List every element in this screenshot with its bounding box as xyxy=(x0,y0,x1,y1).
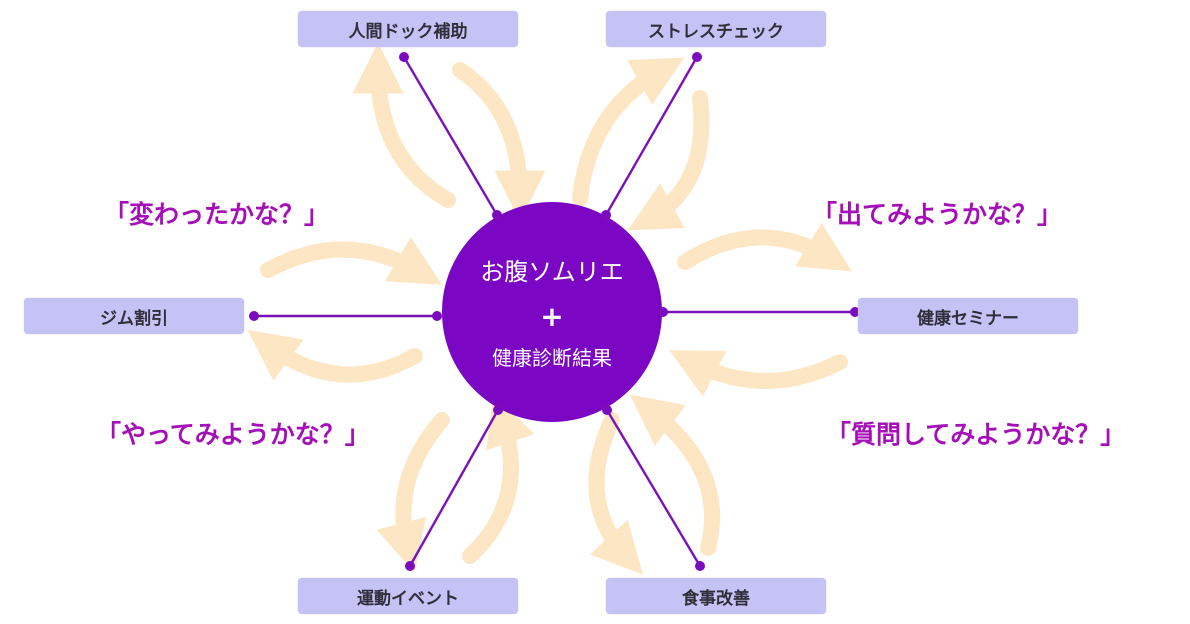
node-undo-event: 運動イベント xyxy=(298,578,518,614)
cycle-arrow-6 xyxy=(352,42,456,208)
cycle-arrow-12 xyxy=(629,394,721,556)
connector-dot-shokuji-outer xyxy=(695,561,705,571)
phrase-yattemiyou: 「やってみようかな？」 xyxy=(96,420,370,449)
cycle-arrow-2 xyxy=(669,350,848,397)
cycle-arrow-8 xyxy=(627,90,710,231)
node-ningen-dock: 人間ドック補助 xyxy=(298,11,518,47)
phrase-shitsumon: 「質問してみようかな？」 xyxy=(826,420,1126,449)
center-circle xyxy=(442,202,662,422)
connector-dots xyxy=(249,52,860,571)
cycle-arrow-10 xyxy=(462,393,535,564)
connector-dot-dock-inner xyxy=(492,210,502,220)
center-subtitle: 健康診断結果 xyxy=(492,346,612,370)
node-gym-waribiki: ジム割引 xyxy=(24,298,244,334)
cycle-arrow-3 xyxy=(260,236,443,285)
cycle-arrow-11 xyxy=(588,412,644,575)
decorative-cycle-arrows xyxy=(247,42,852,575)
connector-dot-undo-outer xyxy=(405,561,415,571)
connector-line-undo xyxy=(408,409,500,567)
cycle-arrow-4 xyxy=(247,329,423,383)
connector-dot-gym-inner xyxy=(432,311,442,321)
connector-dot-stress-outer xyxy=(692,52,702,62)
cycle-arrow-7 xyxy=(572,57,685,206)
connector-dot-stress-inner xyxy=(601,210,611,220)
connector-lines xyxy=(254,56,855,567)
connector-dot-seminar-outer xyxy=(850,307,860,317)
cycle-arrow-9 xyxy=(376,412,450,573)
connector-dot-gym-outer xyxy=(249,311,259,321)
connector-dot-seminar-inner xyxy=(658,307,668,317)
phrase-detemiyou: 「出てみようかな？」 xyxy=(812,200,1063,229)
connector-dot-shokuji-inner xyxy=(602,405,612,415)
center-plus: + xyxy=(540,300,564,333)
node-kenko-seminar: 健康セミナー xyxy=(858,298,1078,334)
connector-dot-undo-inner xyxy=(493,405,503,415)
connector-line-dock xyxy=(402,56,499,216)
connector-dot-dock-outer xyxy=(399,52,409,62)
connector-line-shokuji xyxy=(605,409,702,567)
cycle-arrow-1 xyxy=(677,222,852,272)
connector-line-stress xyxy=(604,56,699,216)
cycle-arrow-5 xyxy=(452,62,546,222)
node-shokuji-kaizen: 食事改善 xyxy=(606,578,826,614)
phrase-kawatta: 「変わったかな？」 xyxy=(104,200,330,229)
center-title: お腹ソムリエ xyxy=(480,258,624,286)
node-stress-check: ストレスチェック xyxy=(606,11,826,47)
